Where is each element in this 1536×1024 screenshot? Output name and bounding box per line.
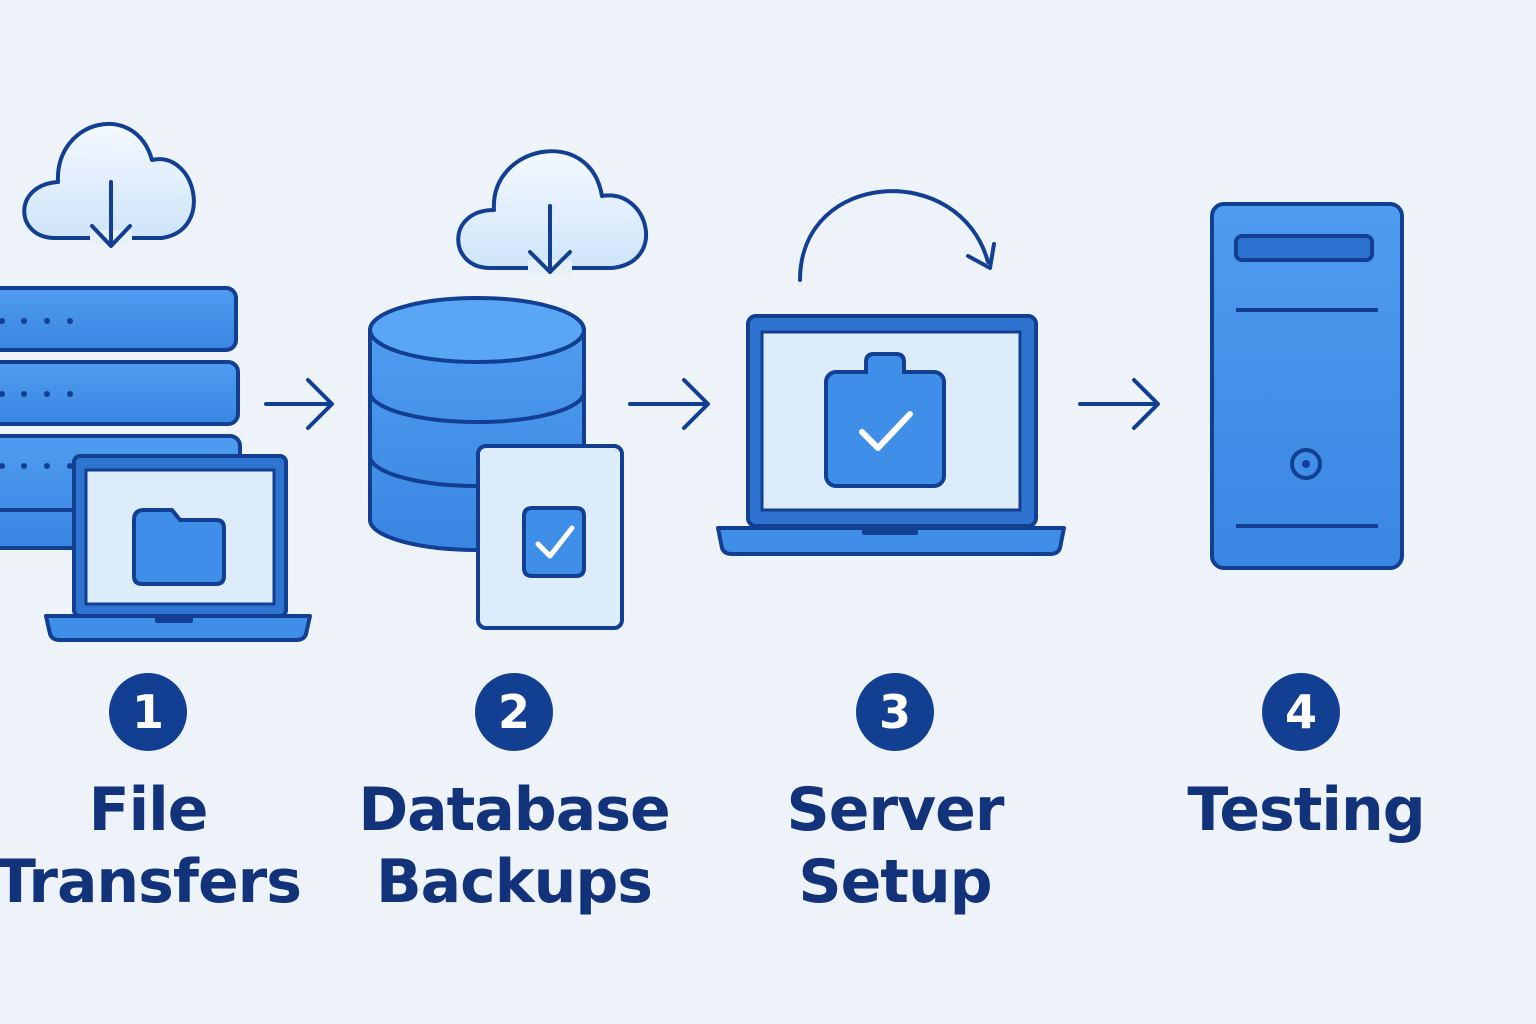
refresh-arrow-icon xyxy=(798,189,996,282)
step-4-illustration xyxy=(1210,202,1404,570)
cloud-download-icon xyxy=(22,121,196,248)
step-label-line: Transfers xyxy=(0,847,302,917)
step-label: File Transfers xyxy=(0,774,358,918)
step-3-illustration xyxy=(716,189,1066,556)
clipboard-check-icon xyxy=(824,352,946,488)
step-label-line: Database xyxy=(358,775,670,845)
step-label: Testing xyxy=(1096,774,1516,846)
step-2-illustration xyxy=(368,149,649,630)
step-number-badge: 3 xyxy=(856,673,934,751)
step-number-badge: 2 xyxy=(475,673,553,751)
step-label-line: Setup xyxy=(798,847,992,917)
arrow-right-icon xyxy=(628,378,710,430)
step-label-line: File xyxy=(88,775,209,845)
checkmark-icon xyxy=(522,506,586,578)
step-label: Database Backups xyxy=(304,774,724,918)
arrow-right-icon xyxy=(1078,378,1160,430)
step-label: Server Setup xyxy=(685,774,1105,918)
arrow-right-icon xyxy=(264,378,334,430)
step-label-line: Backups xyxy=(375,847,653,917)
step-label-line: Server xyxy=(786,775,1005,845)
step-number-badge: 4 xyxy=(1262,673,1340,751)
tower-server-icon xyxy=(1210,202,1404,570)
folder-icon xyxy=(132,508,226,586)
step-label-line: Testing xyxy=(1187,775,1425,845)
cloud-download-icon xyxy=(456,149,649,274)
step-number-badge: 1 xyxy=(109,673,187,751)
step-1-illustration xyxy=(0,121,312,642)
